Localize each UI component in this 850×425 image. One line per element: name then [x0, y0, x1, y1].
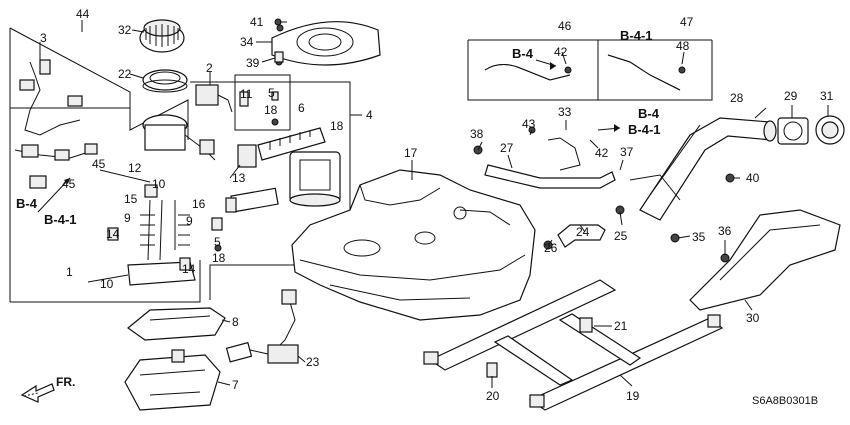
callout-23: 23 — [306, 355, 320, 369]
ref-b41-mid: B-4-1 — [628, 122, 661, 137]
callout-40: 40 — [746, 171, 760, 185]
leader-lines — [87, 21, 829, 388]
callout-45b: 45 — [62, 177, 76, 191]
callout-21: 21 — [614, 319, 628, 333]
callout-12: 12 — [128, 161, 142, 175]
pump-cover-7 — [124, 349, 221, 411]
callout-22: 22 — [118, 67, 132, 81]
callout-14a: 14 — [106, 227, 120, 241]
ref-b41-left: B-4-1 — [44, 212, 77, 227]
hose-33 — [473, 126, 581, 171]
callout-10a: 10 — [152, 177, 166, 191]
callout-42b: 42 — [554, 45, 568, 59]
callout-5b: 5 — [214, 235, 221, 249]
callout-25: 25 — [614, 229, 628, 243]
callout-42a: 42 — [595, 146, 609, 160]
pump-strainer — [107, 184, 196, 286]
callout-18c: 18 — [212, 251, 226, 265]
callout-5a: 5 — [268, 86, 275, 100]
callout-35: 35 — [692, 230, 706, 244]
hose-46 — [484, 64, 572, 81]
callout-46: 46 — [558, 19, 572, 33]
cover-plate-34 — [271, 18, 381, 66]
callout-44: 44 — [76, 7, 90, 21]
callout-18b: 18 — [330, 119, 344, 133]
fuel-pump-module — [142, 84, 233, 161]
callout-43: 43 — [522, 117, 536, 131]
callout-labels: 44 3 22 32 2 41 34 39 11 5 18 4 6 18 12 … — [40, 7, 834, 403]
callout-45a: 45 — [92, 157, 106, 171]
reference-arrows — [37, 59, 621, 213]
callout-24: 24 — [576, 225, 590, 239]
reference-labels: B-4 B-4-1 B-4 B-4-1 B-4 B-4-1 — [16, 28, 661, 227]
callout-47: 47 — [680, 15, 694, 29]
callout-30: 30 — [746, 311, 760, 325]
fuel-cap-32 — [139, 19, 185, 53]
callout-27: 27 — [500, 141, 514, 155]
tank-strap-19 — [423, 279, 724, 411]
callout-34: 34 — [240, 35, 254, 49]
filler-pipe-28 — [629, 117, 777, 243]
callout-10b: 10 — [100, 277, 114, 291]
callout-2: 2 — [206, 61, 213, 75]
pump-cover-8 — [127, 307, 226, 341]
callout-32: 32 — [118, 23, 132, 37]
fuel-tank-17 — [291, 169, 536, 321]
sender-23 — [225, 289, 299, 364]
callout-9a: 9 — [124, 211, 131, 225]
harness-45 — [14, 143, 98, 189]
callout-14b: 14 — [182, 262, 196, 276]
callout-16: 16 — [192, 197, 206, 211]
callout-18a: 18 — [264, 103, 278, 117]
callout-9b: 9 — [186, 214, 193, 228]
callout-8: 8 — [232, 315, 239, 329]
cap-29 — [777, 117, 809, 145]
callout-13: 13 — [232, 171, 246, 185]
ref-b41-top: B-4-1 — [620, 28, 653, 43]
ref-b4-mid: B-4 — [638, 106, 660, 121]
callout-31: 31 — [820, 89, 834, 103]
front-arrow-icon — [20, 383, 55, 403]
callout-17: 17 — [404, 146, 418, 160]
callout-39: 39 — [246, 56, 260, 70]
ring-22 — [142, 69, 188, 93]
callout-26: 26 — [544, 241, 558, 255]
ref-b4-left: B-4 — [16, 196, 38, 211]
callout-29: 29 — [784, 89, 798, 103]
ref-b4-top: B-4 — [512, 46, 534, 61]
hose-48 — [607, 54, 686, 91]
pump-parts-6-13 — [237, 24, 326, 168]
hose-27 — [484, 164, 616, 189]
callout-37: 37 — [620, 145, 634, 159]
filter-18 — [289, 151, 341, 207]
heat-shield-30 — [689, 209, 841, 311]
callout-11: 11 — [240, 87, 253, 101]
cap-31 — [815, 115, 845, 145]
callout-38: 38 — [470, 127, 484, 141]
wire-harness-3 — [19, 59, 83, 136]
callout-41: 41 — [250, 15, 264, 29]
callout-15: 15 — [124, 192, 138, 206]
front-label: FR. — [56, 375, 75, 389]
callout-3: 3 — [40, 31, 47, 45]
callout-28: 28 — [730, 91, 744, 105]
callout-1: 1 — [66, 265, 73, 279]
bolts-20-21 — [486, 317, 593, 378]
callout-7: 7 — [232, 378, 239, 392]
callout-36: 36 — [718, 224, 732, 238]
callout-33: 33 — [558, 105, 572, 119]
pump-motor — [211, 187, 279, 252]
callout-48: 48 — [676, 39, 690, 53]
callout-19: 19 — [626, 389, 640, 403]
diagram-code: S6A8B0301B — [752, 395, 818, 407]
callout-20: 20 — [486, 389, 500, 403]
callout-4: 4 — [366, 108, 373, 122]
callout-6: 6 — [298, 101, 305, 115]
